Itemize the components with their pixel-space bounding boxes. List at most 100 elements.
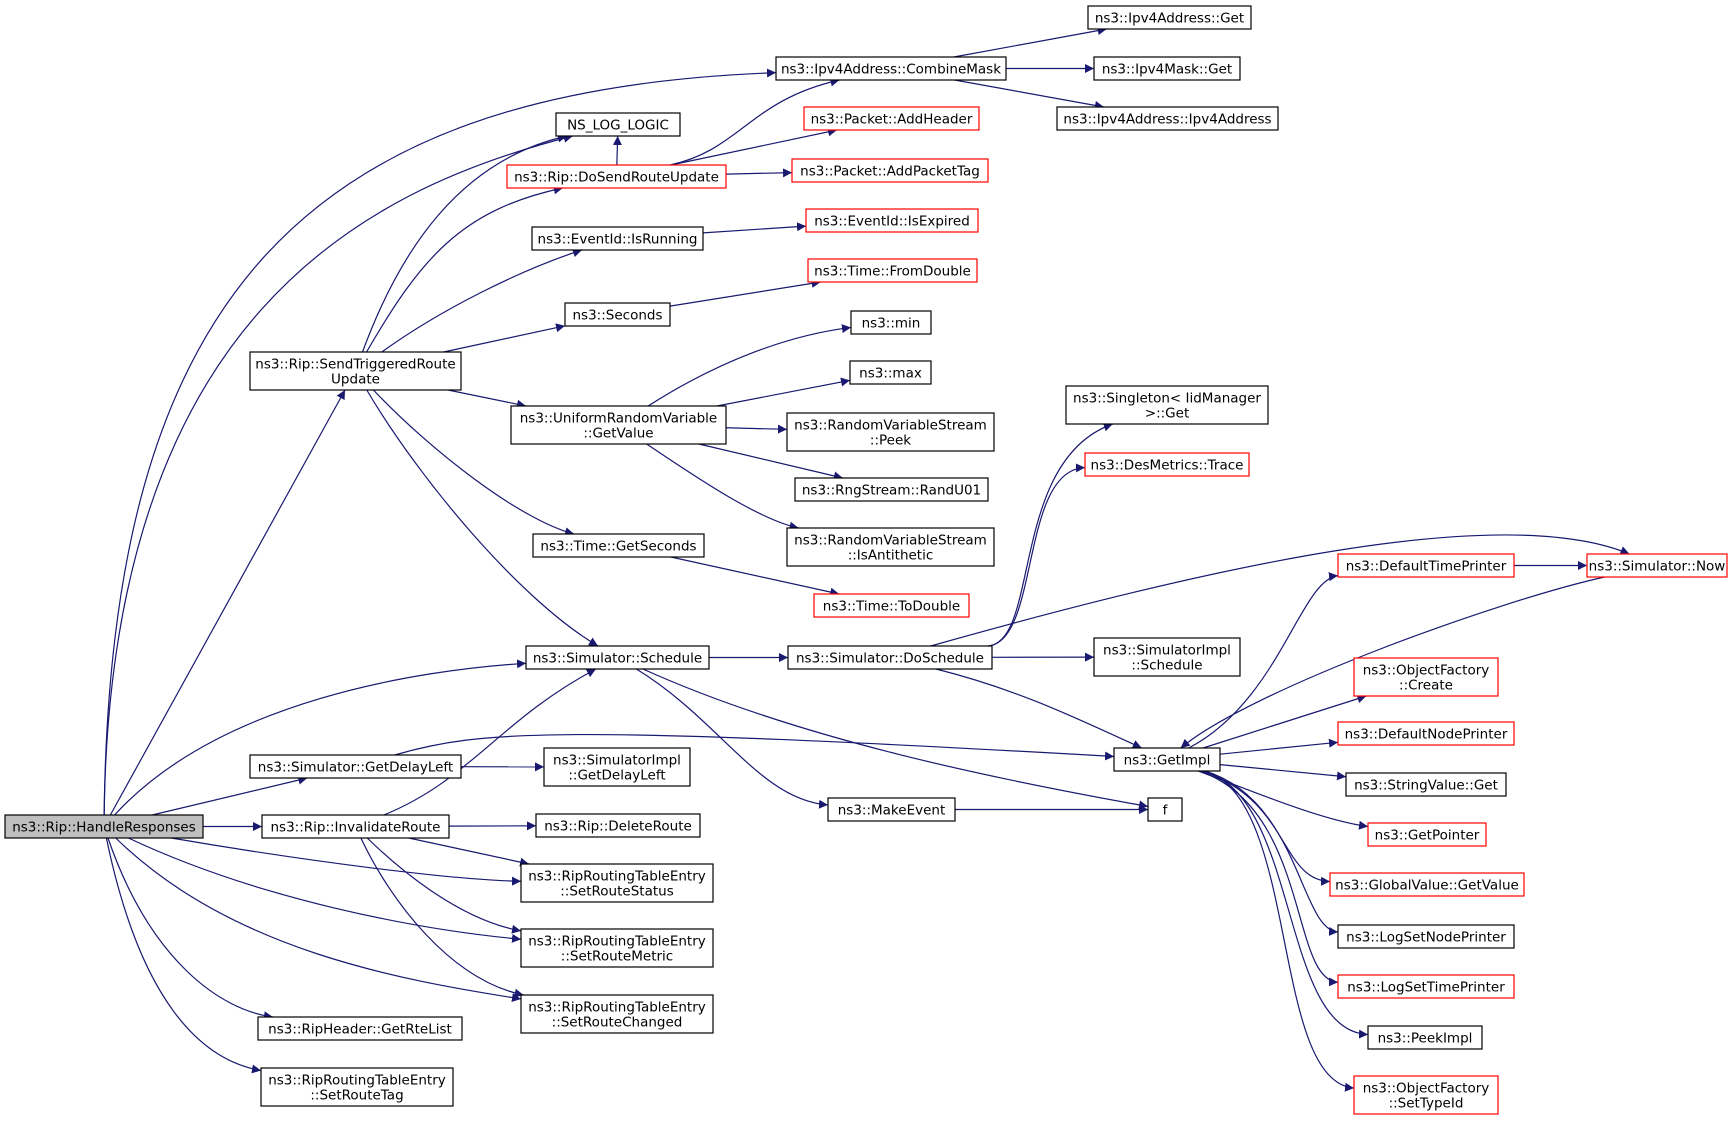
node-rvs-peek[interactable]: ns3::RandomVariableStream::Peek [786,412,995,452]
node-label: ns3::RipHeader::GetRteList [268,1022,452,1038]
node-rte-set-route-tag[interactable]: ns3::RipRoutingTableEntry::SetRouteTag [260,1067,454,1107]
node-objectfactory-create[interactable]: ns3::ObjectFactory::Create [1353,657,1499,697]
node-label: ns3::SimulatorImpl [1103,643,1231,659]
call-edge-rip-invalidate-route-to-simulator-schedule [383,668,597,816]
node-peek-impl[interactable]: ns3::PeekImpl [1367,1025,1483,1050]
node-label: ns3::Rip::HandleResponses [12,820,196,836]
node-log-set-time-printer[interactable]: ns3::LogSetTimePrinter [1337,974,1515,999]
node-ipv4mask-get[interactable]: ns3::Ipv4Mask::Get [1093,56,1241,81]
node-rip-header-get-rte-list[interactable]: ns3::RipHeader::GetRteList [257,1016,463,1041]
call-edge-get-impl-to-stringvalue-get [1219,764,1347,781]
node-box [805,208,979,233]
node-default-node-printer[interactable]: ns3::DefaultNodePrinter [1337,721,1515,746]
node-time-to-double[interactable]: ns3::Time::ToDouble [813,593,970,618]
node-handle-responses[interactable]: ns3::Rip::HandleResponses [4,814,204,839]
node-rte-set-route-status[interactable]: ns3::RipRoutingTableEntry::SetRouteStatu… [520,863,714,903]
node-objectfactory-set-type-id[interactable]: ns3::ObjectFactory::SetTypeId [1353,1075,1499,1115]
node-get-pointer[interactable]: ns3::GetPointer [1367,822,1487,847]
call-edge-get-impl-to-default-node-printer [1219,738,1339,755]
call-edge-get-impl-to-log-set-node-printer [1204,770,1339,936]
node-ipv4address-combine-mask[interactable]: ns3::Ipv4Address::CombineMask [775,56,1007,81]
call-edge-rip-do-send-route-update-to-ipv4address-combine-mask [669,77,840,166]
node-label: ns3::EventId::IsExpired [814,214,970,230]
node-label: f [1163,803,1169,819]
call-edge-handle-responses-to-rte-set-route-changed [115,837,522,1003]
node-uniform-get-value[interactable]: ns3::UniformRandomVariable::GetValue [510,405,727,445]
call-edge-send-triggered-route-update-to-simulator-schedule [366,389,599,647]
node-box [827,797,956,822]
node-desmetrics-trace[interactable]: ns3::DesMetrics::Trace [1084,452,1250,477]
node-label: Update [331,372,380,388]
node-ns-log-logic[interactable]: NS_LOG_LOGIC [555,112,681,137]
node-singleton-get[interactable]: ns3::Singleton< IidManager >::Get [1065,385,1269,425]
node-packet-add-header[interactable]: ns3::Packet::AddHeader [803,106,980,131]
node-label: ns3::Simulator::Schedule [533,651,702,667]
call-edge-get-impl-to-objectfactory-create [1202,694,1367,749]
node-label: ns3::Rip::InvalidateRoute [270,820,440,836]
node-box [260,1067,454,1107]
node-f[interactable]: f [1147,797,1183,822]
call-edge-handle-responses-to-rte-set-route-metric [128,837,522,943]
node-max[interactable]: ns3::max [849,360,932,385]
node-box [564,302,671,327]
node-box [786,412,995,452]
node-default-time-printer[interactable]: ns3::DefaultTimePrinter [1337,553,1515,578]
node-rngstream-randu01[interactable]: ns3::RngStream::RandU01 [794,477,989,502]
node-box [249,351,462,391]
node-label: ns3::RandomVariableStream [794,533,987,549]
node-label: ::GetValue [583,426,653,442]
node-label: ns3::SimulatorImpl [553,753,681,769]
node-get-impl[interactable]: ns3::GetImpl [1113,747,1221,772]
node-simulator-now[interactable]: ns3::Simulator::Now [1586,553,1728,578]
node-eventid-is-running[interactable]: ns3::EventId::IsRunning [531,226,704,251]
node-box [813,593,970,618]
call-edge-send-triggered-route-update-to-time-get-seconds [372,389,575,537]
node-min[interactable]: ns3::min [850,310,932,335]
node-label: ns3::Time::ToDouble [823,599,960,615]
node-simulator-do-schedule[interactable]: ns3::Simulator::DoSchedule [787,645,993,670]
node-simulator-schedule[interactable]: ns3::Simulator::Schedule [525,645,710,670]
call-edge-send-triggered-route-update-to-uniform-get-value [447,389,527,409]
node-box [1586,553,1728,578]
node-rvs-is-antithetic[interactable]: ns3::RandomVariableStream::IsAntithetic [786,527,995,567]
node-label: ns3::max [859,366,922,382]
node-time-get-seconds[interactable]: ns3::Time::GetSeconds [532,533,705,558]
node-label: ns3::Simulator::GetDelayLeft [258,760,453,776]
call-edge-get-impl-to-log-set-time-printer [1199,770,1339,987]
call-edge-get-impl-to-globalvalue-get-value [1201,770,1331,886]
node-simulatorimpl-schedule[interactable]: ns3::SimulatorImpl::Schedule [1093,637,1241,677]
node-simulator-get-delay-left[interactable]: ns3::Simulator::GetDelayLeft [249,754,462,779]
node-rip-invalidate-route[interactable]: ns3::Rip::InvalidateRoute [261,814,450,839]
node-label: ::GetDelayLeft [568,768,665,784]
node-make-event[interactable]: ns3::MakeEvent [827,797,956,822]
node-stringvalue-get[interactable]: ns3::StringValue::Get [1345,772,1507,797]
call-edge-simulator-do-schedule-to-simulator-now [930,534,1630,647]
node-label: >::Get [1145,406,1189,422]
node-time-from-double[interactable]: ns3::Time::FromDouble [807,258,978,283]
node-ipv4address-ctor[interactable]: ns3::Ipv4Address::Ipv4Address [1056,106,1279,131]
node-box [807,258,978,283]
node-globalvalue-get-value[interactable]: ns3::GlobalValue::GetValue [1329,872,1525,897]
node-rte-set-route-metric[interactable]: ns3::RipRoutingTableEntry::SetRouteMetri… [520,928,714,968]
node-label: ::IsAntithetic [848,548,934,564]
node-label: ns3::RandomVariableStream [794,418,987,434]
function-nodes: ns3::Rip::HandleResponses ns3::Rip::SendT… [4,5,1728,1115]
node-simulatorimpl-get-delay-left[interactable]: ns3::SimulatorImpl::GetDelayLeft [543,747,691,787]
node-label: ns3::DefaultNodePrinter [1345,727,1508,743]
node-label: ns3::DefaultTimePrinter [1346,559,1507,575]
node-label: ns3::Ipv4Address::CombineMask [781,62,1001,78]
node-log-set-node-printer[interactable]: ns3::LogSetNodePrinter [1337,924,1515,949]
node-box [794,477,989,502]
node-rip-delete-route[interactable]: ns3::Rip::DeleteRoute [535,813,701,838]
node-seconds[interactable]: ns3::Seconds [564,302,671,327]
node-eventid-is-expired[interactable]: ns3::EventId::IsExpired [805,208,979,233]
node-ipv4address-get[interactable]: ns3::Ipv4Address::Get [1087,5,1252,30]
node-rip-do-send-route-update[interactable]: ns3::Rip::DoSendRouteUpdate [506,164,727,189]
call-edge-simulator-do-schedule-to-singleton-get [988,422,1113,647]
node-rte-set-route-changed[interactable]: ns3::RipRoutingTableEntry::SetRouteChang… [520,994,714,1034]
node-box [525,645,710,670]
node-box [510,405,727,445]
node-packet-add-packet-tag[interactable]: ns3::Packet::AddPacketTag [791,158,989,183]
